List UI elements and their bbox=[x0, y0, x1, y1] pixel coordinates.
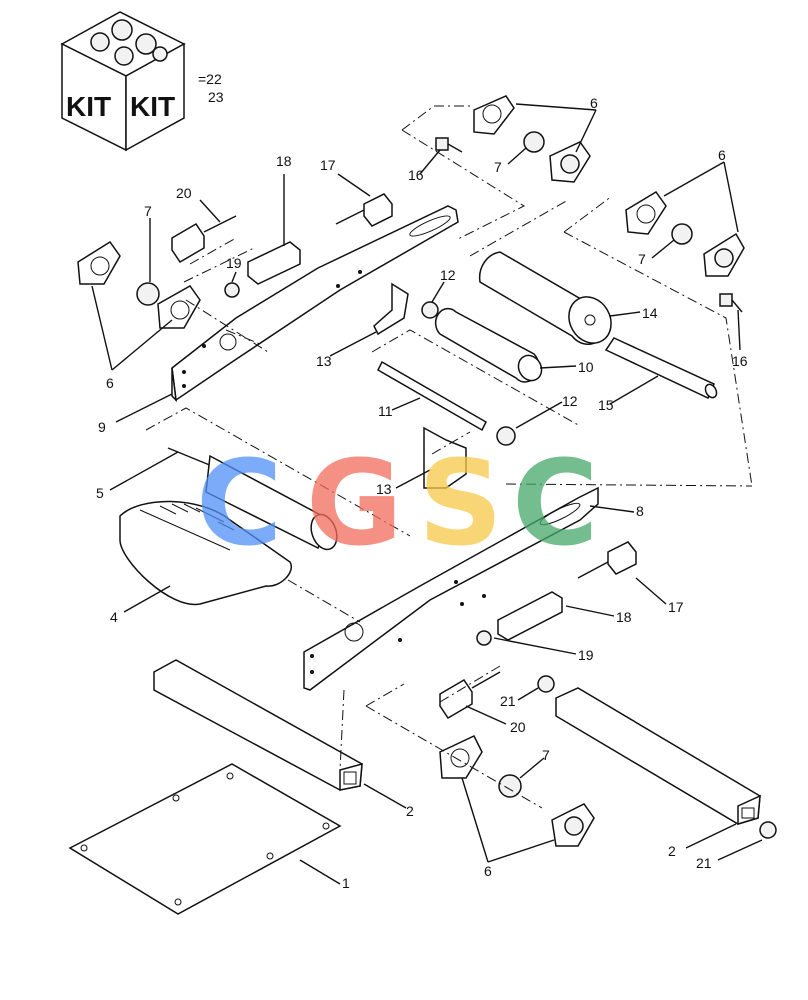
callout-20: 20 bbox=[510, 719, 526, 735]
leader-lines bbox=[91, 103, 763, 885]
callout-12: 12 bbox=[440, 267, 456, 283]
callout-8: 8 bbox=[636, 503, 644, 519]
callout-17: 17 bbox=[320, 157, 336, 173]
spacer-lower-19 bbox=[476, 630, 492, 646]
callout-7: 7 bbox=[144, 203, 152, 219]
callout-15: 15 bbox=[598, 397, 614, 413]
cgsc-watermark: C G S C bbox=[196, 434, 599, 572]
callout-18: 18 bbox=[616, 609, 632, 625]
bracket-upper bbox=[373, 282, 409, 336]
spacer-bar-upper bbox=[247, 241, 301, 285]
flange-right-a bbox=[625, 191, 667, 235]
callout-7: 7 bbox=[638, 251, 646, 267]
kit-ref-line1: =22 bbox=[198, 71, 222, 87]
callout-7: 7 bbox=[494, 159, 502, 175]
bearing-right bbox=[671, 223, 693, 245]
bolt-17-upper bbox=[335, 193, 393, 227]
watermark-letter-2: G bbox=[306, 434, 403, 572]
nut-lower-12 bbox=[496, 426, 516, 446]
callout-19: 19 bbox=[578, 647, 594, 663]
flange-left-b bbox=[157, 285, 201, 329]
callout-20: 20 bbox=[176, 185, 192, 201]
side-plate-lower bbox=[303, 486, 599, 691]
callout-5: 5 bbox=[96, 485, 104, 501]
base-plate bbox=[68, 763, 342, 915]
nut-upper-12 bbox=[421, 301, 439, 319]
flange-bottom-a bbox=[439, 735, 483, 779]
callout-13: 13 bbox=[376, 481, 392, 497]
callout-6: 6 bbox=[484, 863, 492, 879]
bolt-16-upper bbox=[435, 137, 463, 153]
callout-1: 1 bbox=[342, 875, 350, 891]
kit-label-right: KIT bbox=[130, 91, 175, 122]
callout-17: 17 bbox=[668, 599, 684, 615]
assembly-center-lines bbox=[145, 105, 753, 809]
bracket-lower bbox=[423, 426, 467, 489]
side-plate-upper bbox=[171, 205, 459, 403]
callout-16: 16 bbox=[732, 353, 748, 369]
roller-small bbox=[434, 307, 543, 383]
bearing-left bbox=[136, 282, 160, 306]
flange-bottom-b bbox=[551, 803, 595, 847]
watermark-letter-3: S bbox=[418, 434, 503, 572]
callout-2: 2 bbox=[668, 843, 676, 859]
shaft-thin bbox=[377, 360, 487, 432]
cross-tube-right bbox=[555, 687, 761, 826]
bolt-16-right bbox=[719, 293, 743, 313]
bolt-20-upper bbox=[171, 215, 237, 264]
flange-right-b bbox=[703, 232, 745, 277]
watermark-letter-1: C bbox=[196, 434, 283, 572]
callout-10: 10 bbox=[578, 359, 594, 375]
bearing-upper bbox=[523, 131, 545, 153]
drive-assembly bbox=[119, 447, 338, 606]
cross-tube-left bbox=[153, 659, 363, 791]
bolt-20-lower bbox=[439, 671, 501, 720]
bearing-bottom bbox=[498, 774, 522, 798]
callout-18: 18 bbox=[276, 153, 292, 169]
flange-left-a bbox=[77, 240, 121, 285]
flange-upper-right-a bbox=[473, 95, 515, 135]
callout-21: 21 bbox=[500, 693, 516, 709]
watermark-letter-4: C bbox=[512, 434, 599, 572]
bolt-17-lower bbox=[577, 541, 637, 579]
spacer-21-lower bbox=[759, 821, 777, 839]
callout-labels: 6 7 16 6 7 16 17 18 20 7 19 6 12 14 13 1… bbox=[96, 95, 748, 891]
callout-6: 6 bbox=[590, 95, 598, 111]
roller-large bbox=[478, 251, 612, 345]
callout-21: 21 bbox=[696, 855, 712, 871]
callout-9: 9 bbox=[98, 419, 106, 435]
callout-12: 12 bbox=[562, 393, 578, 409]
spacer-bar-lower bbox=[497, 591, 563, 641]
callout-6: 6 bbox=[106, 375, 114, 391]
kit-box-icon: KIT KIT bbox=[60, 11, 186, 152]
spacer-21-upper bbox=[537, 675, 555, 693]
flange-upper-right-b bbox=[549, 141, 591, 183]
callout-4: 4 bbox=[110, 609, 118, 625]
kit-ref-line2: 23 bbox=[208, 89, 224, 105]
callout-14: 14 bbox=[642, 305, 658, 321]
shaft-long bbox=[604, 337, 715, 400]
callout-19: 19 bbox=[226, 255, 242, 271]
callout-6: 6 bbox=[718, 147, 726, 163]
callout-7: 7 bbox=[542, 747, 550, 763]
kit-label-left: KIT bbox=[66, 91, 111, 122]
callout-16: 16 bbox=[408, 167, 424, 183]
spacer-upper-19 bbox=[224, 282, 240, 298]
callout-13: 13 bbox=[316, 353, 332, 369]
callout-11: 11 bbox=[378, 403, 393, 419]
callout-2: 2 bbox=[406, 803, 414, 819]
